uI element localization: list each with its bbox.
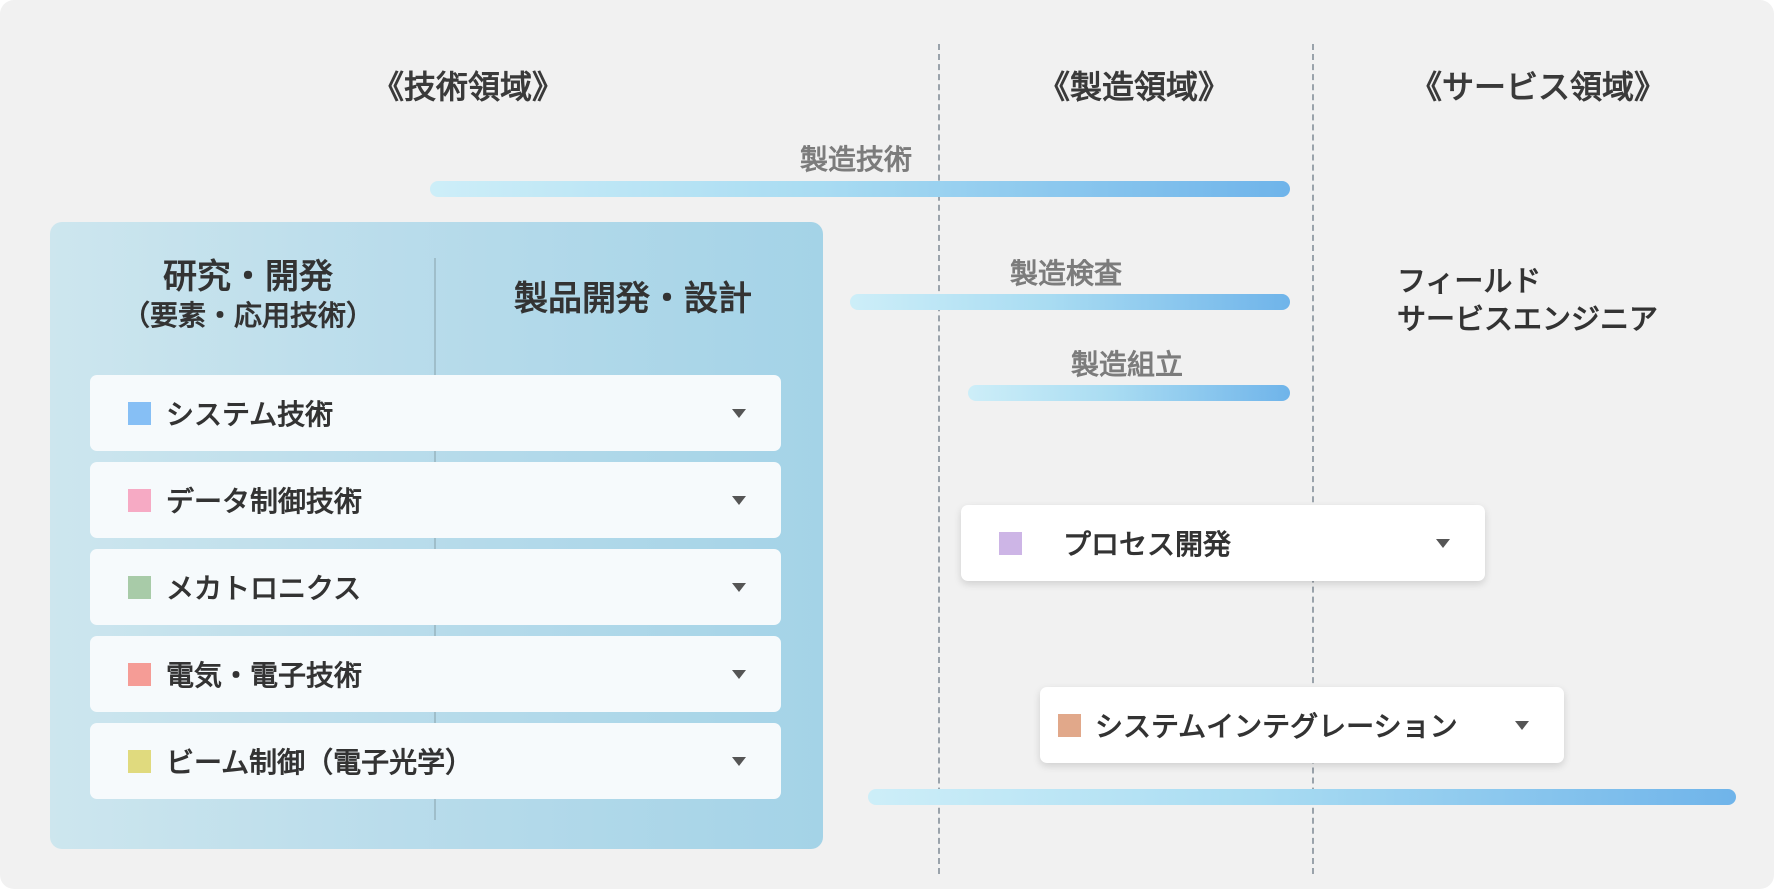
dropdown-beam-control[interactable]: ビーム制御（電子光学） [90, 723, 781, 799]
dropdown-label: メカトロニクス [166, 572, 362, 605]
dropdown-mechatronics[interactable]: メカトロニクス [90, 549, 781, 625]
dropdown-label: プロセス開発 [1063, 528, 1232, 561]
color-swatch [128, 488, 151, 512]
color-swatch [1058, 713, 1081, 737]
bar-label-manufacturing-inspection: 製造検査 [1010, 257, 1123, 290]
color-swatch [128, 662, 151, 686]
domain-title-service: 《サービス領域》 [1410, 68, 1667, 106]
caret-down-icon[interactable] [732, 583, 746, 592]
research-subtitle: （要素・応用技術） [121, 299, 374, 332]
dropdown-system-technology[interactable]: システム技術 [90, 375, 781, 451]
bar-manufacturing-tech [430, 181, 1290, 197]
panel-divider [434, 258, 436, 820]
caret-down-icon[interactable] [732, 757, 746, 766]
color-swatch [128, 749, 151, 773]
caret-down-icon[interactable] [1436, 539, 1450, 548]
domain-title-technology: 《技術領域》 [372, 68, 565, 106]
dropdown-label: システムインテグレーション [1095, 710, 1458, 743]
bar-manufacturing-inspection [850, 294, 1290, 310]
caret-down-icon[interactable] [732, 670, 746, 679]
domain-divider-manufacturing [938, 44, 940, 874]
service-line-2: サービスエンジニア [1397, 302, 1659, 336]
dropdown-system-integration[interactable]: システムインテグレーション [1040, 687, 1564, 763]
dropdown-data-control[interactable]: データ制御技術 [90, 462, 781, 538]
bar-manufacturing-assembly [968, 385, 1290, 401]
dropdown-electrical-electronic[interactable]: 電気・電子技術 [90, 636, 781, 712]
color-swatch [128, 401, 151, 425]
caret-down-icon[interactable] [1515, 721, 1529, 730]
dropdown-label: 電気・電子技術 [166, 659, 363, 692]
research-heading: 研究・開発 （要素・応用技術） [100, 256, 396, 334]
color-swatch [999, 531, 1022, 555]
bar-integration-span [868, 789, 1736, 805]
bar-label-manufacturing-tech: 製造技術 [800, 143, 913, 176]
dropdown-label: システム技術 [166, 398, 334, 431]
color-swatch [128, 575, 151, 599]
dropdown-label: データ制御技術 [166, 485, 363, 518]
dropdown-label: ビーム制御（電子光学） [166, 746, 474, 779]
caret-down-icon[interactable] [732, 409, 746, 418]
field-service-engineer-label: フィールド サービスエンジニア [1397, 262, 1658, 338]
bar-label-manufacturing-assembly: 製造組立 [1071, 348, 1184, 381]
service-line-1: フィールド [1397, 264, 1542, 298]
research-title: 研究・開発 [163, 257, 333, 297]
domain-title-manufacturing: 《製造領域》 [1038, 68, 1231, 106]
caret-down-icon[interactable] [732, 496, 746, 505]
dropdown-process-development[interactable]: プロセス開発 [961, 505, 1485, 581]
product-dev-heading: 製品開発・設計 [514, 279, 752, 319]
domain-divider-service [1312, 44, 1314, 874]
